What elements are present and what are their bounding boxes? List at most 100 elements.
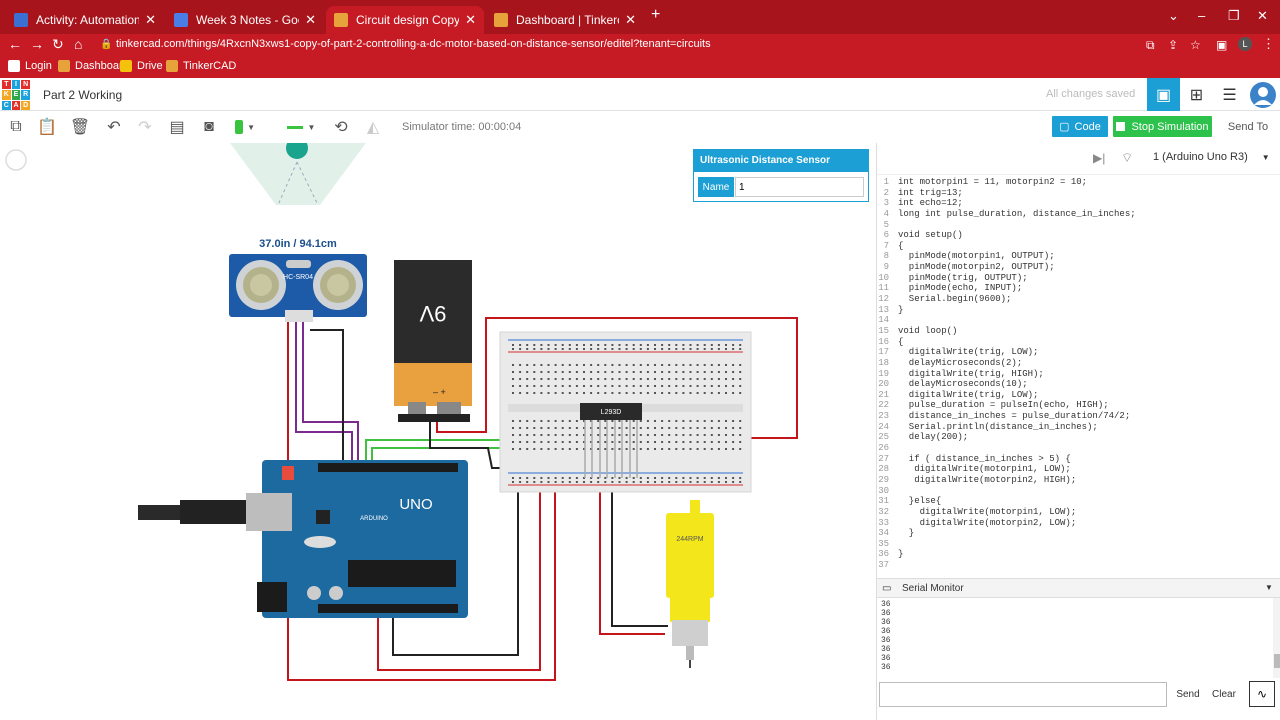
device-select[interactable]: 1 (Arduino Uno R3)▼ bbox=[1153, 151, 1270, 163]
close-icon[interactable]: ✕ bbox=[465, 12, 476, 27]
window-close-icon[interactable]: ✕ bbox=[1257, 8, 1268, 23]
code-text: Serial.println(distance_in_inches); bbox=[898, 421, 1098, 432]
color-picker[interactable]: ▼ bbox=[235, 117, 255, 137]
code-text: }else{ bbox=[898, 496, 942, 507]
line-number: 6 bbox=[883, 230, 889, 241]
close-icon[interactable]: ✕ bbox=[625, 12, 636, 27]
code-text: digitalWrite(motorpin2, HIGH); bbox=[898, 474, 1077, 485]
line-number: 35 bbox=[878, 538, 889, 549]
bookmark-label: TinkerCAD bbox=[183, 60, 237, 72]
bookmark-tinkercad[interactable]: TinkerCAD bbox=[166, 60, 236, 72]
annotation-icon[interactable]: ◙ bbox=[204, 118, 214, 135]
serial-line: 36 bbox=[881, 636, 891, 645]
svg-text:– +: – + bbox=[433, 387, 446, 397]
battery-9v: – + bbox=[394, 260, 472, 422]
close-icon[interactable]: ✕ bbox=[145, 12, 156, 27]
profile-avatar-icon[interactable]: L bbox=[1238, 37, 1252, 51]
line-number: 7 bbox=[883, 240, 889, 251]
debug-icon[interactable]: ⌔ bbox=[1121, 150, 1134, 165]
component-name-input[interactable] bbox=[735, 177, 864, 197]
code-line: 7{ bbox=[877, 241, 1280, 252]
close-icon[interactable]: ✕ bbox=[305, 12, 316, 27]
tinkercad-icon bbox=[166, 60, 178, 72]
code-text: digitalWrite(motorpin2, LOW); bbox=[898, 517, 1077, 528]
code-line: 11 pinMode(echo, INPUT); bbox=[877, 283, 1280, 294]
home-icon[interactable]: ⌂ bbox=[74, 36, 83, 52]
wire-style-picker[interactable]: ▼ bbox=[283, 117, 319, 137]
code-text: pulse_duration = pulseIn(echo, HIGH); bbox=[898, 400, 1109, 411]
component-list-icon[interactable]: ☰ bbox=[1222, 86, 1237, 104]
code-button[interactable]: ▢Code bbox=[1052, 116, 1108, 137]
forward-icon[interactable]: → bbox=[30, 36, 44, 52]
monitor-icon: ▭ bbox=[882, 583, 892, 594]
line-number: 23 bbox=[878, 411, 889, 422]
browser-tab[interactable]: Dashboard | Tinkercad ✕ bbox=[486, 6, 644, 34]
code-text: digitalWrite(trig, LOW); bbox=[898, 389, 1039, 400]
serial-line: 36 bbox=[881, 627, 891, 636]
code-text: pinMode(trig, OUTPUT); bbox=[898, 272, 1028, 283]
bookmark-drive[interactable]: Drive bbox=[120, 60, 163, 72]
bookmark-login[interactable]: Login bbox=[8, 60, 52, 72]
chevron-down-icon[interactable]: ▼ bbox=[1265, 583, 1273, 592]
bookmark-star-icon[interactable]: ☆ bbox=[1190, 38, 1201, 52]
line-number: 30 bbox=[878, 485, 889, 496]
browser-tab-active[interactable]: Circuit design Copy of Part 2: Co ✕ bbox=[326, 6, 484, 34]
code-text: } bbox=[898, 304, 904, 315]
motor-label: 244RPM bbox=[676, 536, 703, 543]
code-line: 28 digitalWrite(motorpin1, LOW); bbox=[877, 464, 1280, 475]
step-play-icon[interactable]: ▶| bbox=[1093, 151, 1106, 165]
maximize-icon[interactable]: ❐ bbox=[1228, 8, 1240, 23]
undo-icon[interactable]: ↶ bbox=[107, 119, 121, 136]
circuit-canvas[interactable]: 37.0in / 94.1cm HC-SR04 – + 9V bbox=[0, 143, 876, 720]
new-tab-icon[interactable]: + bbox=[651, 6, 661, 23]
ultrasonic-sensor bbox=[229, 254, 367, 322]
project-title[interactable]: Part 2 Working bbox=[43, 88, 123, 102]
reload-icon[interactable]: ↻ bbox=[52, 36, 64, 52]
flip-icon[interactable]: ◭ bbox=[366, 119, 380, 136]
minimize-icon[interactable]: – bbox=[1198, 8, 1206, 23]
note-icon[interactable]: ▤ bbox=[169, 119, 185, 136]
copy-icon[interactable]: ⧉ bbox=[10, 118, 22, 135]
share-icon[interactable]: ⇪ bbox=[1168, 38, 1179, 52]
back-icon[interactable]: ← bbox=[8, 36, 22, 52]
schematic-view-icon[interactable]: ⊞ bbox=[1189, 86, 1204, 104]
serial-input-field[interactable] bbox=[879, 682, 1167, 707]
line-number: 27 bbox=[878, 453, 889, 464]
install-icon[interactable]: ⧉ bbox=[1146, 38, 1155, 52]
stop-simulation-button[interactable]: Stop Simulation bbox=[1113, 116, 1212, 137]
paste-icon[interactable]: 📋 bbox=[37, 119, 57, 136]
editor-toolbar: ⧉ 📋 🗑 ↶ ↷ ▤ ◙ ▼ ▼ ⟲ ◭ Simulator time: 00… bbox=[0, 111, 1280, 143]
circuit-view-icon[interactable]: ▣ bbox=[1147, 78, 1180, 111]
browser-tab[interactable]: Activity: Automation with Arduino ✕ bbox=[6, 6, 164, 34]
user-avatar[interactable] bbox=[1247, 78, 1279, 111]
delete-icon[interactable]: 🗑 bbox=[69, 119, 91, 136]
rotate-icon[interactable]: ⟲ bbox=[334, 119, 348, 136]
graph-icon[interactable]: ∿ bbox=[1249, 681, 1275, 707]
clear-button[interactable]: Clear bbox=[1212, 689, 1236, 700]
serial-scrollbar[interactable] bbox=[1273, 598, 1280, 678]
tab-search-icon[interactable]: ⌄ bbox=[1168, 8, 1179, 23]
send-button[interactable]: Send bbox=[1176, 689, 1200, 700]
bookmark-dashboard[interactable]: Dashboard bbox=[58, 60, 129, 72]
browser-tab-bar: Activity: Automation with Arduino ✕ Week… bbox=[0, 0, 1280, 34]
code-line: 25 delay(200); bbox=[877, 432, 1280, 443]
tinkercad-favicon-icon bbox=[334, 13, 348, 27]
line-number: 25 bbox=[878, 432, 889, 443]
redo-icon[interactable]: ↷ bbox=[138, 119, 152, 136]
sidebar-icon[interactable]: ▣ bbox=[1216, 38, 1228, 52]
code-line: 30 bbox=[877, 486, 1280, 497]
serial-monitor-header[interactable]: ▭ Serial Monitor ▼ bbox=[877, 578, 1280, 598]
send-to-button[interactable]: Send To bbox=[1227, 120, 1269, 133]
menu-icon[interactable]: ⋮ bbox=[1262, 36, 1275, 51]
line-number: 17 bbox=[878, 347, 889, 358]
url-field[interactable]: tinkercad.com/things/4RxcnN3xws1-copy-of… bbox=[116, 38, 711, 50]
docs-favicon-icon bbox=[174, 13, 188, 27]
code-text: delay(200); bbox=[898, 432, 969, 443]
code-text: int echo=12; bbox=[898, 198, 963, 209]
browser-tab[interactable]: Week 3 Notes - Google Docs ✕ bbox=[166, 6, 324, 34]
